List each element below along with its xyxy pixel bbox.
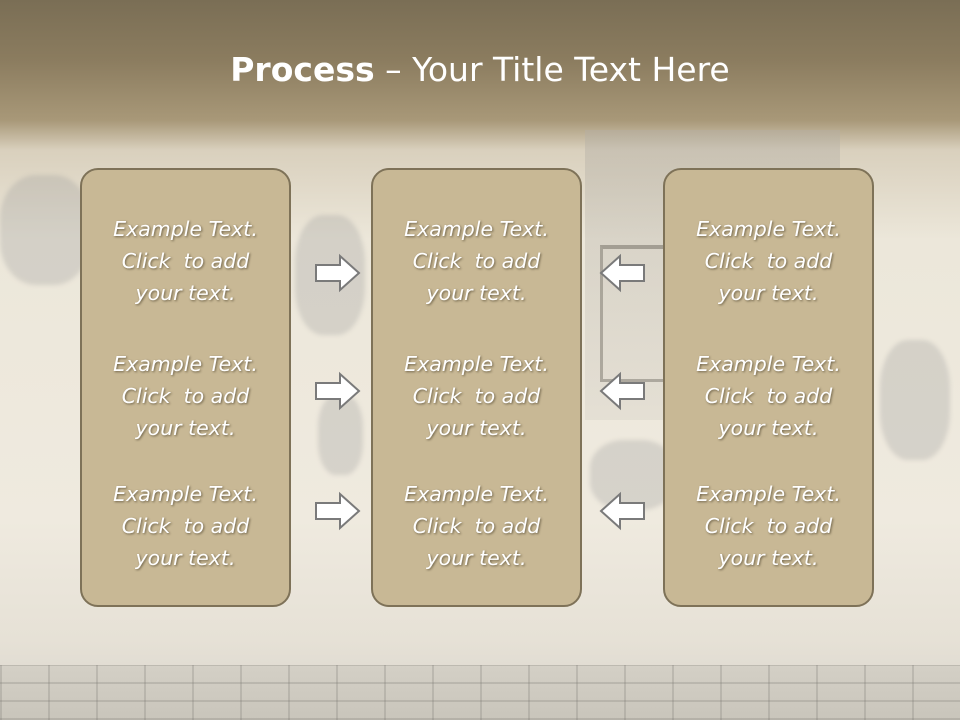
text-line: Click to add bbox=[412, 384, 541, 408]
slide-title[interactable]: Process – Your Title Text Here bbox=[0, 50, 960, 89]
text-line: Example Text. bbox=[696, 217, 841, 241]
text-line: your text. bbox=[426, 416, 527, 440]
text-panel-right[interactable]: Example Text. Click to add your text. Ex… bbox=[663, 168, 874, 607]
text-line: Click to add bbox=[412, 514, 541, 538]
text-line: Click to add bbox=[121, 384, 250, 408]
arrow-left-icon[interactable] bbox=[598, 371, 646, 411]
panel-text-item[interactable]: Example Text. Click to add your text. bbox=[665, 478, 872, 574]
arrow-right-icon[interactable] bbox=[314, 371, 362, 411]
panel-text-item[interactable]: Example Text. Click to add your text. bbox=[373, 348, 580, 444]
arrow-right-icon[interactable] bbox=[314, 253, 362, 293]
wall-stain bbox=[0, 175, 90, 285]
title-rest: – Your Title Text Here bbox=[374, 50, 730, 89]
arrow-right-icon[interactable] bbox=[314, 491, 362, 531]
panel-text-item[interactable]: Example Text. Click to add your text. bbox=[665, 213, 872, 309]
background-pavement bbox=[0, 665, 960, 720]
arrow-left-icon[interactable] bbox=[598, 253, 646, 293]
title-bold: Process bbox=[230, 50, 375, 89]
panel-text-item[interactable]: Example Text. Click to add your text. bbox=[82, 478, 289, 574]
text-line: Click to add bbox=[412, 249, 541, 273]
panel-text-item[interactable]: Example Text. Click to add your text. bbox=[373, 213, 580, 309]
text-panel-left[interactable]: Example Text. Click to add your text. Ex… bbox=[80, 168, 291, 607]
wall-stain bbox=[880, 340, 950, 460]
text-line: Example Text. bbox=[404, 352, 549, 376]
text-line: your text. bbox=[135, 281, 236, 305]
wall-stain bbox=[590, 440, 675, 510]
text-line: your text. bbox=[426, 546, 527, 570]
text-line: your text. bbox=[426, 281, 527, 305]
text-line: Example Text. bbox=[696, 482, 841, 506]
panel-text-item[interactable]: Example Text. Click to add your text. bbox=[373, 478, 580, 574]
panel-text-item[interactable]: Example Text. Click to add your text. bbox=[82, 213, 289, 309]
text-line: Example Text. bbox=[404, 482, 549, 506]
text-line: Click to add bbox=[121, 514, 250, 538]
text-line: Example Text. bbox=[113, 217, 258, 241]
text-line: your text. bbox=[718, 416, 819, 440]
text-line: Click to add bbox=[704, 514, 833, 538]
panel-text-item[interactable]: Example Text. Click to add your text. bbox=[665, 348, 872, 444]
text-line: your text. bbox=[718, 546, 819, 570]
text-panel-center[interactable]: Example Text. Click to add your text. Ex… bbox=[371, 168, 582, 607]
text-line: Example Text. bbox=[696, 352, 841, 376]
text-line: Example Text. bbox=[113, 352, 258, 376]
text-line: your text. bbox=[135, 416, 236, 440]
arrow-left-icon[interactable] bbox=[598, 491, 646, 531]
text-line: Example Text. bbox=[404, 217, 549, 241]
text-line: Click to add bbox=[121, 249, 250, 273]
text-line: your text. bbox=[718, 281, 819, 305]
text-line: Click to add bbox=[704, 384, 833, 408]
text-line: Click to add bbox=[704, 249, 833, 273]
panel-text-item[interactable]: Example Text. Click to add your text. bbox=[82, 348, 289, 444]
text-line: Example Text. bbox=[113, 482, 258, 506]
text-line: your text. bbox=[135, 546, 236, 570]
